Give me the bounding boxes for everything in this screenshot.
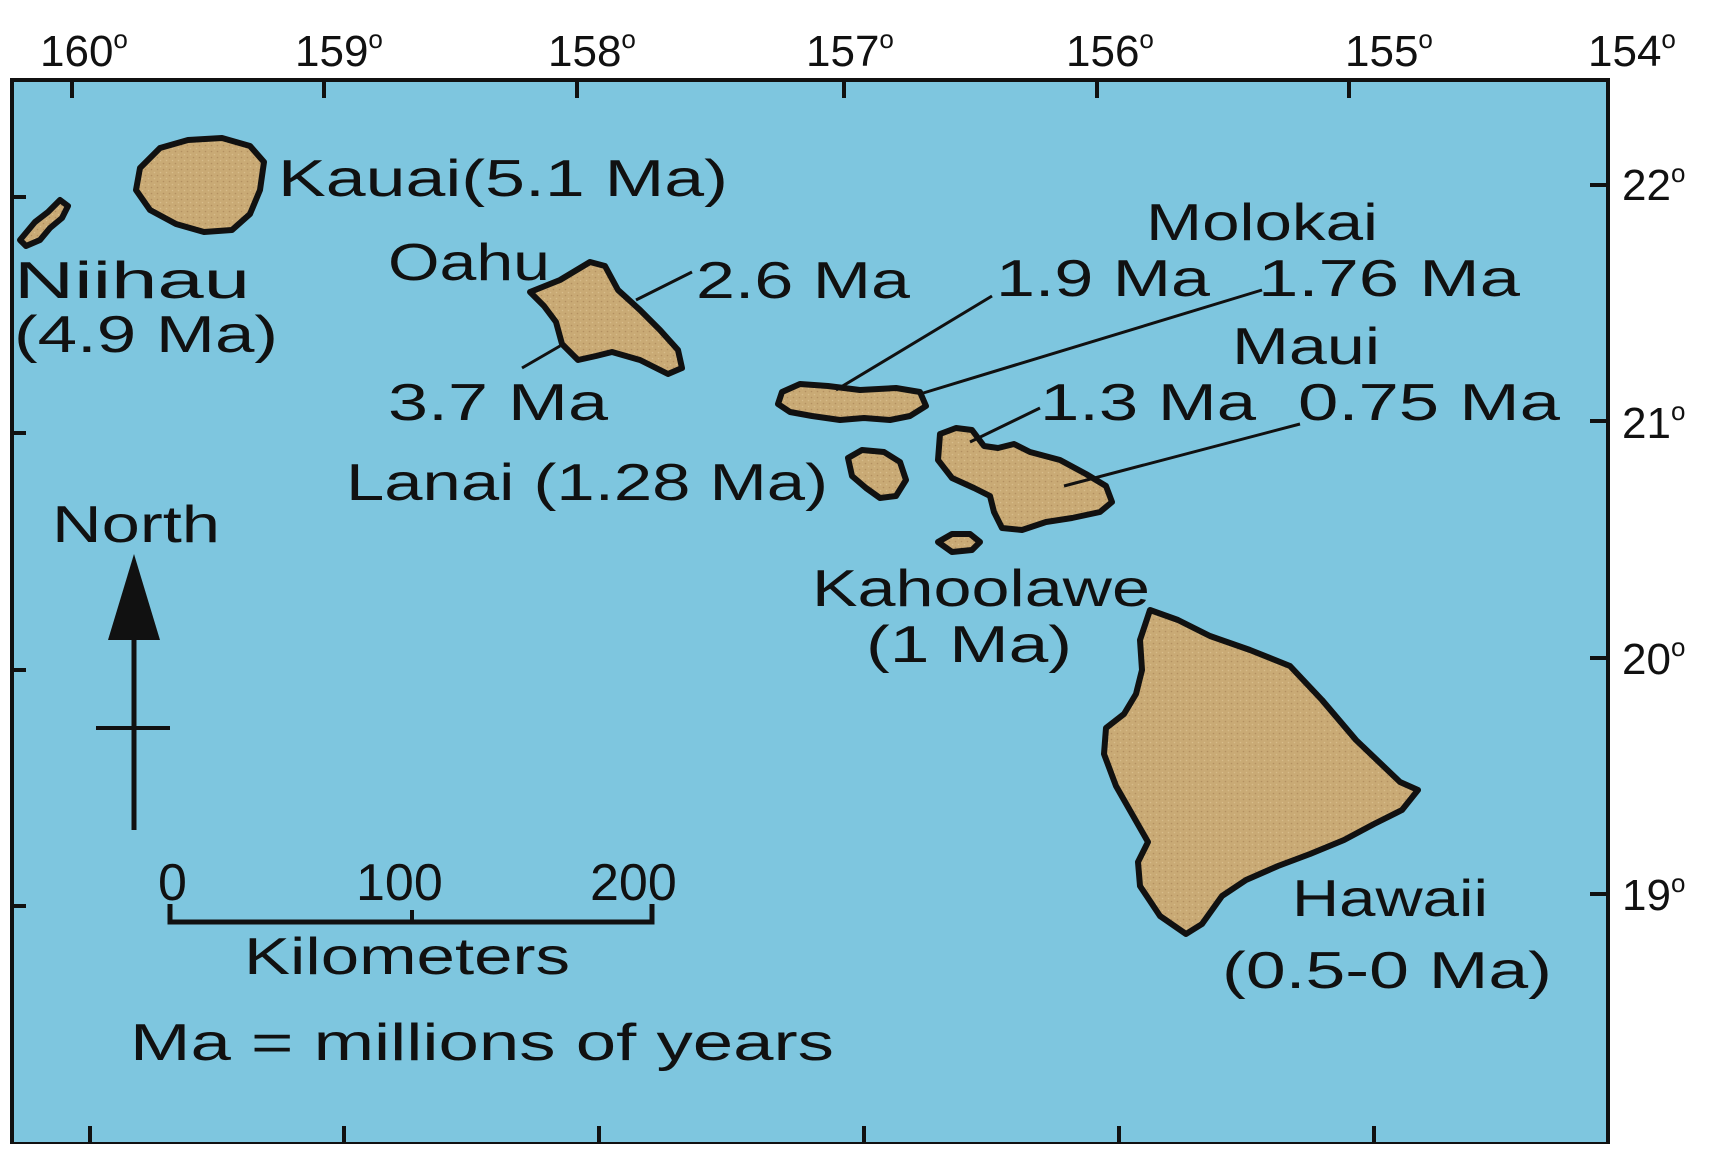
kauai-island	[133, 135, 267, 235]
molokai-age-east-label: 1.76 Ma	[1258, 250, 1520, 308]
niihau-island	[17, 197, 71, 249]
kahoolawe-age-label: (1 Ma)	[866, 616, 1072, 674]
niihau-label: Niihau	[14, 252, 250, 310]
kahoolawe-label: Kahoolawe	[812, 560, 1150, 618]
scale-bar: 0 100 200 Kilometers	[158, 854, 677, 986]
legend-text: Ma = millions of years	[130, 1014, 834, 1072]
scale-unit-label: Kilometers	[244, 928, 570, 986]
longitude-label-157: 157o	[806, 24, 894, 76]
maui-label: Maui	[1232, 318, 1380, 376]
longitude-label-160: 160o	[40, 24, 128, 76]
hawaii-age-label: (0.5-0 Ma)	[1222, 942, 1552, 1000]
kauai-label: Kauai(5.1 Ma)	[278, 150, 728, 208]
scale-tick-label-0: 0	[158, 854, 187, 912]
longitude-label-156: 156o	[1066, 24, 1154, 76]
oahu-label: Oahu	[388, 234, 550, 292]
top-longitude-ticks	[70, 80, 1351, 98]
north-label: North	[52, 496, 220, 554]
longitude-label-158: 158o	[548, 24, 636, 76]
ocean-area	[10, 78, 1610, 1146]
hawaii-label: Hawaii	[1292, 870, 1488, 928]
oahu-age-west-label: 3.7 Ma	[388, 374, 608, 432]
longitude-label-155: 155o	[1345, 24, 1433, 76]
maui-age-west-label: 1.3 Ma	[1040, 374, 1256, 432]
latitude-label-20: 20o	[1622, 632, 1685, 684]
leader-lines	[521, 270, 1301, 488]
molokai-island	[775, 381, 929, 423]
longitude-labels: 160o 159o 158o 157o 156o 155o 154o	[40, 24, 1676, 76]
niihau-age-label: (4.9 Ma)	[14, 306, 278, 364]
oahu-age-east-label: 2.6 Ma	[696, 252, 910, 310]
right-latitude-ticks	[1590, 183, 1608, 896]
bottom-longitude-ticks	[88, 1126, 1376, 1144]
maui-age-east-label: 0.75 Ma	[1298, 374, 1560, 432]
lanai-label: Lanai (1.28 Ma)	[346, 454, 828, 512]
lanai-island	[845, 447, 909, 501]
latitude-label-22: 22o	[1622, 158, 1685, 210]
molokai-label: Molokai	[1146, 194, 1378, 252]
longitude-label-159: 159o	[295, 24, 383, 76]
scale-tick-label-200: 200	[590, 854, 677, 912]
latitude-label-21: 21o	[1622, 396, 1685, 448]
maui-island	[935, 425, 1115, 533]
kahoolawe-island	[935, 531, 983, 555]
scale-tick-label-100: 100	[356, 854, 443, 912]
left-latitude-ticks	[12, 195, 26, 908]
north-arrow: North	[52, 496, 220, 830]
latitude-label-19: 19o	[1622, 868, 1685, 920]
oahu-island	[527, 259, 685, 377]
molokai-age-west-label: 1.9 Ma	[996, 250, 1210, 308]
hawaii-island	[1101, 607, 1421, 937]
north-arrow-head-icon	[108, 554, 160, 640]
latitude-labels: 22o 21o 20o 19o	[1622, 158, 1685, 920]
longitude-label-154: 154o	[1588, 24, 1676, 76]
